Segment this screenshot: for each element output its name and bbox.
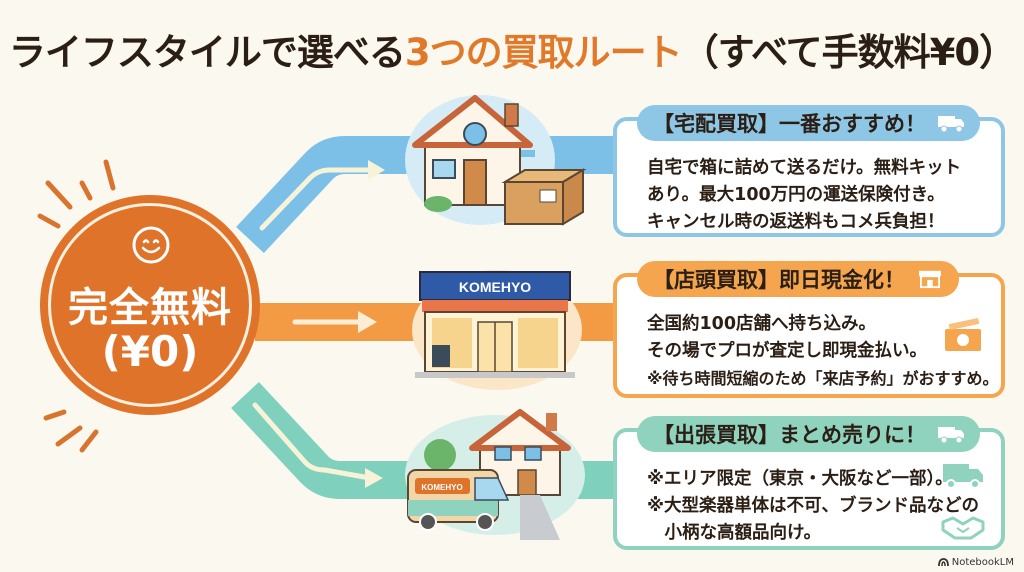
heading-text: 【宅配買取】一番おすすめ！ (653, 112, 926, 136)
card-line: その場でプロが査定し即現金払い。 (647, 341, 927, 361)
route-card-heading: 【店頭買取】即日現金化！ (637, 261, 959, 297)
truck-icon (943, 464, 983, 489)
route-card-delivery: 【宅配買取】一番おすすめ！ 自宅で箱に詰めて送るだけ。無料キット あり。最大10… (613, 105, 1005, 237)
delivery-route-path (236, 136, 620, 253)
card-line: あり。最大100万円の運送保険付き。 (647, 185, 945, 205)
brand-text: NotebookLM (951, 557, 1014, 568)
card-line: ※大型楽器単体は不可、ブランド品などの (647, 496, 980, 516)
smiley-face-icon (132, 226, 170, 264)
house-with-box-illustration (405, 95, 587, 226)
card-line: 全国約100店舗へ持ち込み。 (647, 314, 877, 334)
card-line: キャンセル時の返送料もコメ兵負担！ (647, 212, 945, 232)
badge-main-text: 完全無料 (68, 285, 232, 331)
sun-rays-decoration (37, 159, 116, 453)
cash-icon (945, 317, 981, 351)
store-icon (919, 270, 941, 289)
notebooklm-watermark: NotebookLM (937, 557, 1014, 568)
truck-icon (938, 427, 964, 444)
free-badge: 完全無料 (¥0) (40, 195, 260, 415)
title-highlight: 3つの買取ルート (404, 31, 683, 74)
van-at-house-illustration: KOMEHYO (405, 409, 585, 540)
card-line: 自宅で箱に詰めて送るだけ。無料キット (647, 158, 962, 178)
badge-sub-text: (¥0) (101, 327, 199, 376)
page-title: ライフスタイルで選べる3つの買取ルート（すべて手数料¥0） (0, 22, 1024, 76)
title-part1: ライフスタイルで選べる (8, 31, 406, 74)
van-label-text: KOMEHYO (421, 483, 462, 492)
heading-text: 【出張買取】まとめ売りに！ (653, 423, 926, 447)
card-line: ※エリア限定（東京・大阪など一部）。 (647, 469, 953, 489)
heading-text: 【店頭買取】即日現金化！ (653, 268, 905, 292)
route-card-heading: 【出張買取】まとめ売りに！ (637, 416, 980, 452)
delivery-truck-icon (938, 116, 964, 133)
card-line: 小柄な高額品向け。 (647, 523, 822, 543)
route-card-store: 【店頭買取】即日現金化！ 全国約100店舗へ持ち込み。 その場でプロが査定し即現… (613, 261, 1005, 398)
notebooklm-logo-icon (937, 558, 949, 567)
route-card-visit: 【出張買取】まとめ売りに！ ※エリア限定（東京・大阪など一部）。 ※大型楽器単体… (613, 416, 1005, 550)
route-card-heading: 【宅配買取】一番おすすめ！ (637, 105, 980, 141)
title-part2: （すべて手数料¥0） (681, 31, 1016, 74)
handshake-icon (941, 516, 985, 540)
komehyo-store-illustration: KOMEHYO (412, 270, 582, 390)
store-sign-text: KOMEHYO (459, 279, 531, 295)
card-note: ※待ち時間短縮のため「来店予約」がおすすめ。 (647, 369, 999, 388)
